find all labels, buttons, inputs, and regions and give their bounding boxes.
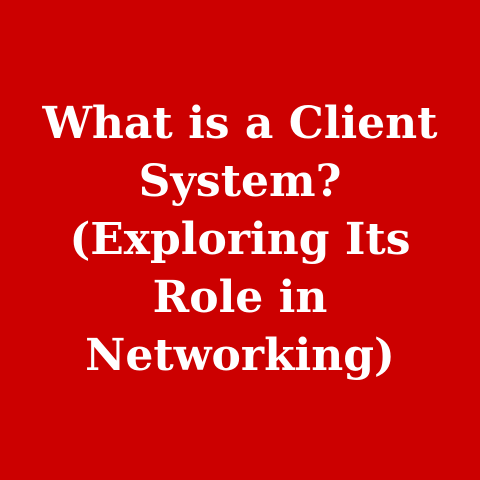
title-line-2: System?: [138, 156, 342, 207]
title-line-5: Networking): [85, 330, 395, 381]
title-line-4: Role in: [152, 272, 328, 323]
title-line-3: (Exploring Its: [69, 214, 411, 265]
page-title: What is a Client System? (Exploring Its …: [43, 95, 438, 385]
title-line-1: What is a Client: [42, 98, 438, 149]
